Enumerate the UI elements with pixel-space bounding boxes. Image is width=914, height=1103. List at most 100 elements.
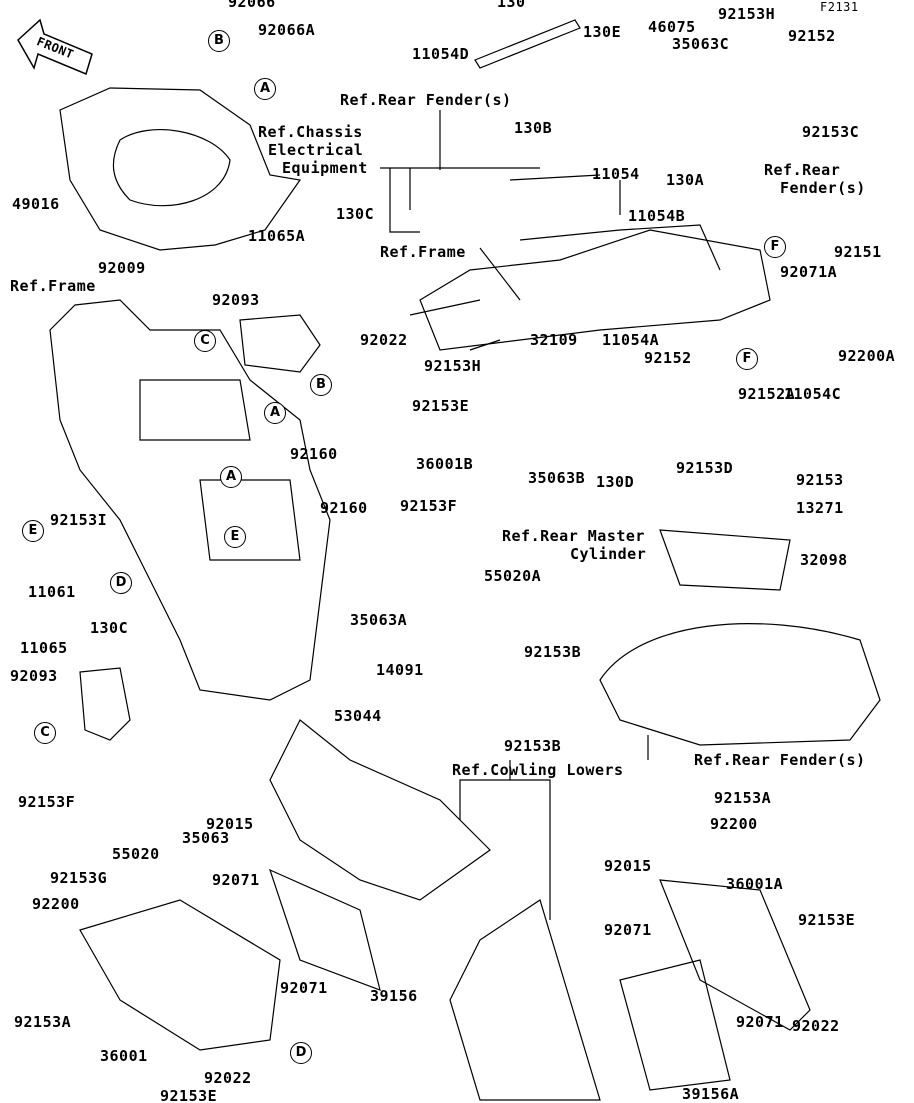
ref-label: Ref.Cowling Lowers	[452, 761, 624, 779]
part-label: 92153	[796, 471, 844, 489]
part-label: 92151	[834, 243, 882, 261]
part-label: 92200A	[838, 347, 896, 365]
ref-label: Electrical	[268, 141, 364, 159]
part-label: 130A	[666, 171, 705, 189]
part-label: 92153F	[18, 793, 76, 811]
part-label: 11065A	[248, 227, 306, 245]
part-label: 130	[497, 0, 526, 11]
part-label: 11054C	[784, 385, 842, 403]
part-label: 49016	[12, 195, 60, 213]
part-label: 92071	[212, 871, 260, 889]
reference-letter: C	[194, 330, 216, 352]
reference-letter: F	[764, 236, 786, 258]
ref-label: Ref.Rear Master	[502, 527, 645, 545]
part-label: 92153C	[802, 123, 860, 141]
part-label: 11054D	[412, 45, 470, 63]
part-label: 92066A	[258, 21, 316, 39]
part-label: 130C	[90, 619, 129, 637]
part-label: 92153A	[14, 1013, 72, 1031]
reference-letter: B	[310, 374, 332, 396]
part-label: 92022	[204, 1069, 252, 1087]
part-label: 92153E	[798, 911, 856, 929]
part-label: 92153B	[524, 643, 582, 661]
part-label: 92071	[736, 1013, 784, 1031]
part-label: 92071A	[780, 263, 838, 281]
ref-label: Ref.Chassis	[258, 123, 363, 141]
ref-label: Cylinder	[570, 545, 647, 563]
part-label: 13271	[796, 499, 844, 517]
ref-label: Equipment	[282, 159, 368, 177]
reference-letter: A	[254, 78, 276, 100]
ref-label: Ref.Rear Fender(s)	[694, 751, 866, 769]
part-label: 92153B	[504, 737, 562, 755]
part-label: 14091	[376, 661, 424, 679]
part-label: 32098	[800, 551, 848, 569]
part-label: 92009	[98, 259, 146, 277]
part-label: 92200	[710, 815, 758, 833]
part-label: 35063A	[350, 611, 408, 629]
part-label: 53044	[334, 707, 382, 725]
part-label: 130B	[514, 119, 553, 137]
part-label: 130C	[336, 205, 375, 223]
part-label: 92153F	[400, 497, 458, 515]
part-label: 92160	[290, 445, 338, 463]
part-label: 92153I	[50, 511, 108, 529]
ref-label: Ref.Frame	[10, 277, 96, 295]
ref-label: Ref.Rear Fender(s)	[340, 91, 512, 109]
part-label: 92015	[206, 815, 254, 833]
ref-label: Ref.Rear	[764, 161, 841, 179]
part-label: 92093	[212, 291, 260, 309]
part-label: 39156	[370, 987, 418, 1005]
part-label: 35063B	[528, 469, 586, 487]
part-label: 92015	[604, 857, 652, 875]
part-label: 36001A	[726, 875, 784, 893]
part-label: 11065	[20, 639, 68, 657]
reference-letter: D	[290, 1042, 312, 1064]
reference-letter: F	[736, 348, 758, 370]
part-label: 11054B	[628, 207, 686, 225]
part-label: 92153H	[424, 357, 482, 375]
part-label: 92071	[604, 921, 652, 939]
reference-letter: B	[208, 30, 230, 52]
reference-letter: D	[110, 572, 132, 594]
part-label: 92153H	[718, 5, 776, 23]
part-label: 92153D	[676, 459, 734, 477]
part-label: 11054	[592, 165, 640, 183]
ref-label: Fender(s)	[780, 179, 866, 197]
ref-label: Ref.Frame	[380, 243, 466, 261]
reference-letter: A	[220, 466, 242, 488]
reference-letter: E	[224, 526, 246, 548]
part-label: 11054A	[602, 331, 660, 349]
part-label: 92071	[280, 979, 328, 997]
reference-letter: A	[264, 402, 286, 424]
part-label: 92152A	[738, 385, 796, 403]
part-label: 92022	[360, 331, 408, 349]
part-label: 130D	[596, 473, 635, 491]
part-label: 92153G	[50, 869, 108, 887]
part-label: 92160	[320, 499, 368, 517]
figure-code: F2131	[820, 0, 859, 14]
part-label: 130E	[583, 23, 622, 41]
part-label: 46075	[648, 18, 696, 36]
part-label: 35063	[182, 829, 230, 847]
part-label: 92066	[228, 0, 276, 11]
part-label: 92093	[10, 667, 58, 685]
part-label: 92152	[644, 349, 692, 367]
part-label: 92153A	[714, 789, 772, 807]
part-label: 92153E	[160, 1087, 218, 1103]
part-label: 11061	[28, 583, 76, 601]
part-label: 36001B	[416, 455, 474, 473]
part-label: 55020A	[484, 567, 542, 585]
part-label: 92022	[792, 1017, 840, 1035]
part-label: 92153E	[412, 397, 470, 415]
part-label: 36001	[100, 1047, 148, 1065]
reference-letter: C	[34, 722, 56, 744]
part-label: 92152	[788, 27, 836, 45]
part-label: 39156A	[682, 1085, 740, 1103]
part-label: 32109	[530, 331, 578, 349]
reference-letter: E	[22, 520, 44, 542]
part-label: 55020	[112, 845, 160, 863]
part-label: 35063C	[672, 35, 730, 53]
